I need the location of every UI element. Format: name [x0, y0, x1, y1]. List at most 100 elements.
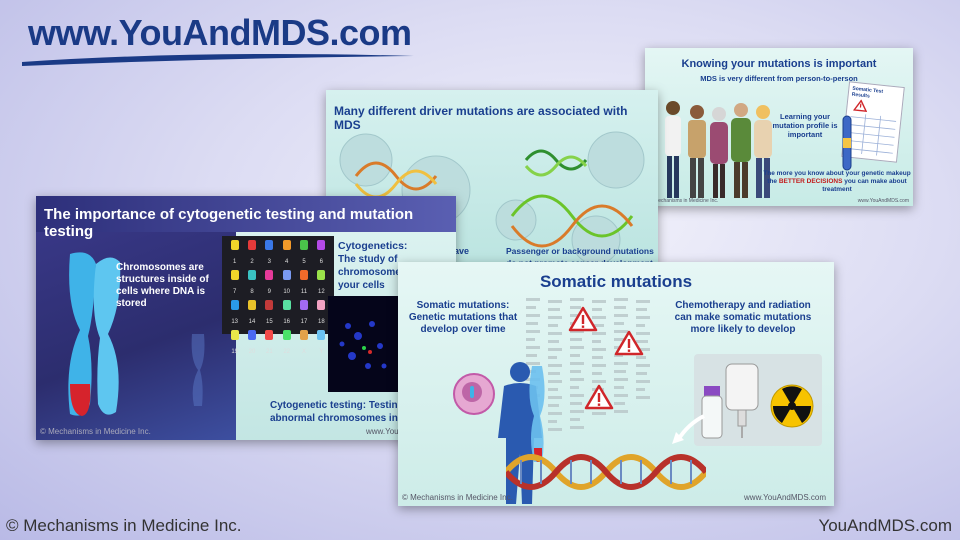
treatment-panel	[694, 354, 822, 446]
karyotype-grid: 1 2 3 4 5 6 7 8 9 10 11 12 13 14 15 16 1…	[226, 240, 330, 358]
karyotype-label: 2	[250, 259, 254, 265]
slide-cytogenetic-testing[interactable]: The importance of cytogenetic testing an…	[36, 196, 456, 440]
bottom-text-suffix: you can make about treatment	[822, 177, 907, 193]
title-swoosh	[22, 54, 414, 66]
karyotype-label: 12	[317, 289, 325, 295]
karyotype-label: 22	[283, 349, 290, 355]
karyotype-label: 14	[248, 319, 256, 325]
chromosome-pair: 20	[243, 330, 260, 358]
site-title[interactable]: www.YouAndMDS.com	[28, 12, 412, 53]
karyotype-label: 18	[317, 319, 325, 325]
chromosome-pair: 9	[261, 270, 278, 298]
karyotype-label: 9	[267, 289, 271, 295]
iv-bag-icon	[725, 363, 759, 438]
chromosome-pair: 6	[313, 240, 330, 268]
karyotype-label: 11	[300, 289, 308, 295]
chromosome-pair: Y	[313, 330, 330, 358]
cytogenetics-line3: your cells	[338, 280, 385, 291]
karyotype-label: 8	[250, 289, 254, 295]
chromosome-pair: 12	[313, 270, 330, 298]
chromosome-description: Chromosomes are structures inside of cel…	[116, 262, 209, 309]
somatic-left-text: Somatic mutations: Genetic mutations tha…	[408, 300, 518, 335]
chromosome-pair: 11	[295, 270, 312, 298]
karyotype-label: Y	[319, 349, 324, 355]
chromosome-pair: 3	[261, 240, 278, 268]
karyotype-label: 16	[283, 319, 290, 325]
chromosome-pair: 4	[278, 240, 295, 268]
slide-credit-right: www.You	[366, 427, 399, 436]
slide-subtitle: MDS is very different from person-to-per…	[700, 74, 858, 83]
table-lines	[847, 114, 897, 156]
driver-fragment-left: ave	[454, 246, 470, 256]
warning-icon	[614, 330, 644, 356]
slide-title: Many different driver mutations are asso…	[334, 104, 628, 132]
arrow-icon	[672, 414, 705, 444]
faded-chromosome	[191, 334, 205, 406]
karyotype-label: 20	[248, 349, 256, 355]
slide-credit-left: © Mechanisms in Medicine Inc.	[40, 427, 151, 436]
radiation-icon	[770, 384, 814, 428]
slide-credit-right: www.YouAndMDS.com	[857, 198, 909, 204]
testing-line2: abnormal chromosomes in y	[270, 413, 407, 424]
slide-title: The importance of cytogenetic testing an…	[36, 196, 456, 240]
cytogenetics-label: Cytogenetics:	[338, 240, 408, 252]
chromosome-pair: 19	[226, 330, 243, 358]
chromosome-pair: 7	[226, 270, 243, 298]
slide-credit-left: © Mechanisms in Medicine Inc.	[402, 493, 513, 502]
chromosome-spread	[339, 321, 387, 369]
warning-icon	[568, 306, 598, 332]
profile-text: Learning your mutation profile is import…	[772, 112, 838, 139]
bottom-text: The more you know about your genetic mak…	[763, 170, 911, 193]
chromosome-pair: 15	[261, 300, 278, 328]
chromosome-pair: 14	[243, 300, 260, 328]
slide-somatic-mutations[interactable]: Somatic mutations Somatic mutations: Gen…	[398, 262, 834, 506]
karyotype-label: 19	[231, 349, 238, 355]
somatic-right-text: Chemotherapy and radiation can make soma…	[674, 300, 812, 335]
slide-credit-left: © Mechanisms in Medicine Inc.	[649, 198, 719, 204]
karyotype-label: 3	[267, 259, 271, 265]
karyotype-label: X	[301, 349, 306, 355]
microscopy-image	[328, 296, 398, 392]
testing-label: Cytogenetic testing: Testin	[270, 400, 398, 412]
cytogenetics-line2: chromosome	[338, 267, 401, 278]
slide-title: Somatic mutations	[539, 272, 693, 291]
karyotype-label: 7	[232, 289, 237, 295]
testing-label-text: Cytogenetic testing:	[270, 400, 367, 411]
karyotype-label: 17	[300, 319, 308, 325]
dna-helix	[506, 454, 706, 490]
chromosome-pair: X	[295, 330, 312, 358]
karyotype-label: 4	[284, 259, 289, 265]
chromosome-pair: 8	[243, 270, 260, 298]
bottom-text-emphasis: BETTER DECISIONS	[778, 177, 843, 185]
karyotype-label: 1	[232, 259, 237, 265]
karyotype-panel: 1 2 3 4 5 6 7 8 9 10 11 12 13 14 15 16 1…	[222, 236, 334, 355]
warning-icon	[584, 384, 614, 410]
warning-icon	[853, 99, 868, 113]
chromosome-pair: 5	[295, 240, 312, 268]
slide-title: Knowing your mutations is important	[681, 58, 877, 70]
chromosome-pair: 22	[278, 330, 295, 358]
footer-copyright: © Mechanisms in Medicine Inc.	[6, 516, 242, 535]
slide-credit-right: www.YouAndMDS.com	[744, 493, 826, 502]
passenger-text-line1: Passenger or background mutations	[506, 246, 654, 256]
cytogenetics-line1: The study of	[338, 254, 398, 265]
chromosome-pair: 2	[243, 240, 260, 268]
chromosome-pair: 17	[295, 300, 312, 328]
chromosome-pair: 21	[261, 330, 278, 358]
vial-icon	[701, 386, 723, 439]
test-tube-icon	[842, 115, 852, 171]
karyotype-label: 13	[231, 319, 238, 325]
chromosome-illustration	[68, 252, 121, 416]
chromosome-pair: 10	[278, 270, 295, 298]
slide-knowing-mutations[interactable]: Knowing your mutations is important MDS …	[645, 48, 913, 206]
chromosome-pair: 18	[313, 300, 330, 328]
cell-with-chromosome	[453, 373, 495, 415]
chromosome-pair: 13	[226, 300, 243, 328]
karyotype-label: 15	[265, 319, 273, 325]
karyotype-label: 21	[265, 349, 273, 355]
karyotype-label: 10	[283, 289, 290, 295]
people-illustration	[665, 101, 772, 198]
chromosome-pair: 16	[278, 300, 295, 328]
footer-site-link[interactable]: YouAndMDS.com	[818, 516, 952, 535]
karyotype-label: 6	[319, 259, 323, 265]
